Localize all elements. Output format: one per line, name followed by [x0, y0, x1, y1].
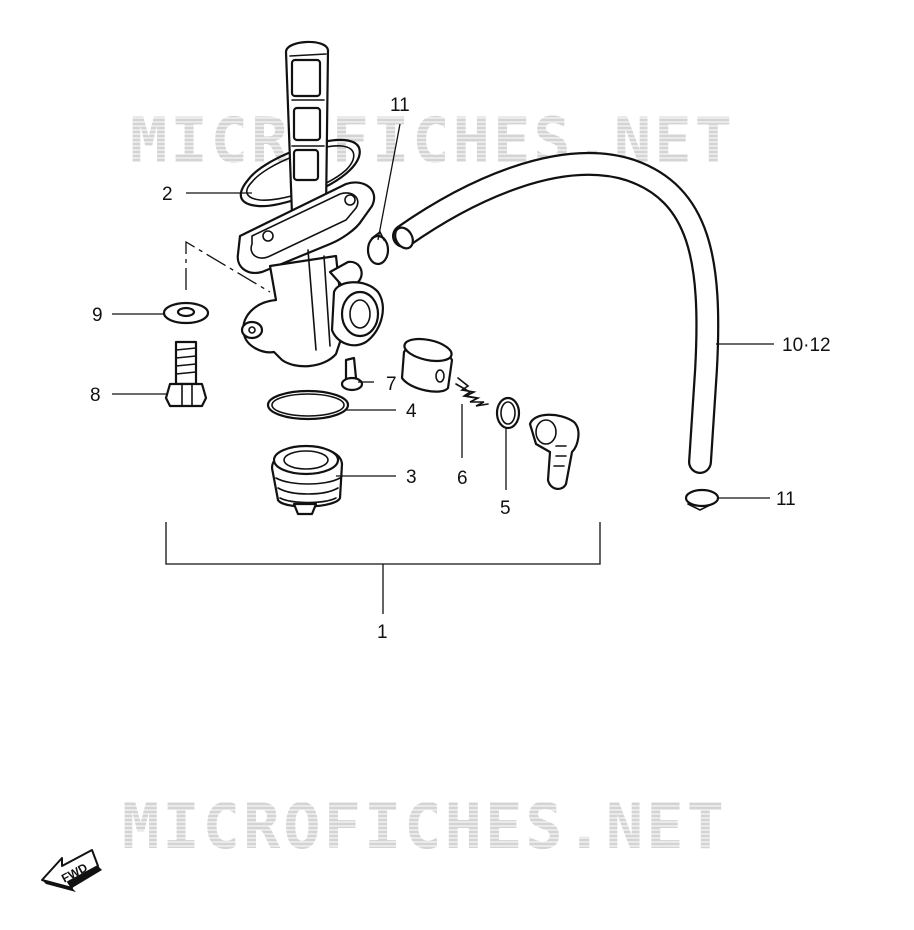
- callout-1: 1: [377, 622, 388, 643]
- callout-4: 4: [406, 401, 417, 422]
- callout-2: 2: [162, 184, 173, 205]
- callout-5: 5: [500, 498, 511, 519]
- washer-part-9: [162, 301, 210, 325]
- callout-11-top: 11: [390, 95, 410, 116]
- clamp-part-11-right: [684, 488, 720, 511]
- lever-handle: [528, 413, 580, 490]
- o-ring-part-5: [495, 396, 521, 430]
- screw-part-7: [340, 356, 364, 392]
- callout-9: 9: [92, 305, 103, 326]
- callout-10-12: 10·12: [782, 335, 831, 356]
- leader-lines: [112, 123, 774, 614]
- o-ring-part-4: [266, 389, 350, 421]
- watermark-bottom: MICROFICHES.NET: [122, 790, 727, 863]
- fwd-arrow-icon: FWD: [41, 849, 102, 892]
- callout-3: 3: [406, 467, 417, 488]
- fuel-hose-part-10-12: [392, 151, 720, 474]
- fuel-cock-body: [236, 40, 384, 368]
- sediment-cup-part-3: [270, 444, 344, 516]
- callout-11-right: 11: [776, 489, 796, 510]
- spring-part-6: [455, 377, 489, 407]
- bolt-part-8: [164, 340, 208, 408]
- callout-6: 6: [457, 468, 468, 489]
- callout-7: 7: [386, 374, 397, 395]
- callout-8: 8: [90, 385, 101, 406]
- lever-sleeve: [400, 337, 454, 393]
